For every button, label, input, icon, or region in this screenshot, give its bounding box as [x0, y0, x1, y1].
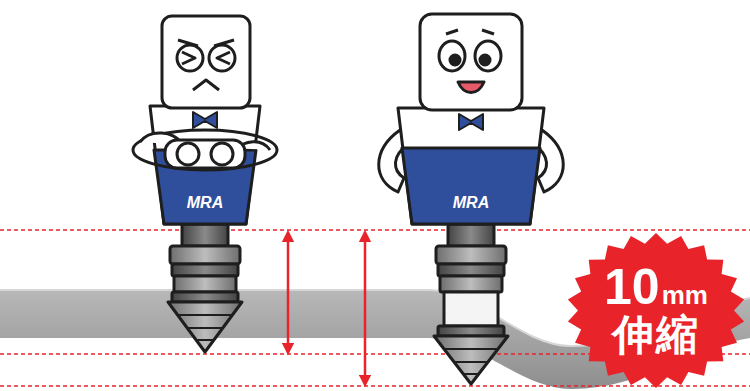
badge-unit: mm [662, 282, 708, 308]
badge-line: 10mm [604, 262, 708, 312]
starburst-badge: 10mm伸縮 [566, 232, 746, 389]
badge-caption: 伸縮 [612, 312, 700, 358]
badge-number: 10 [604, 262, 660, 312]
logo-label: MRA [453, 195, 489, 211]
dimension-arrows [288, 236, 365, 381]
logo-label: MRA [187, 195, 223, 211]
angry-mascot [133, 16, 277, 352]
happy-mascot [379, 14, 564, 384]
